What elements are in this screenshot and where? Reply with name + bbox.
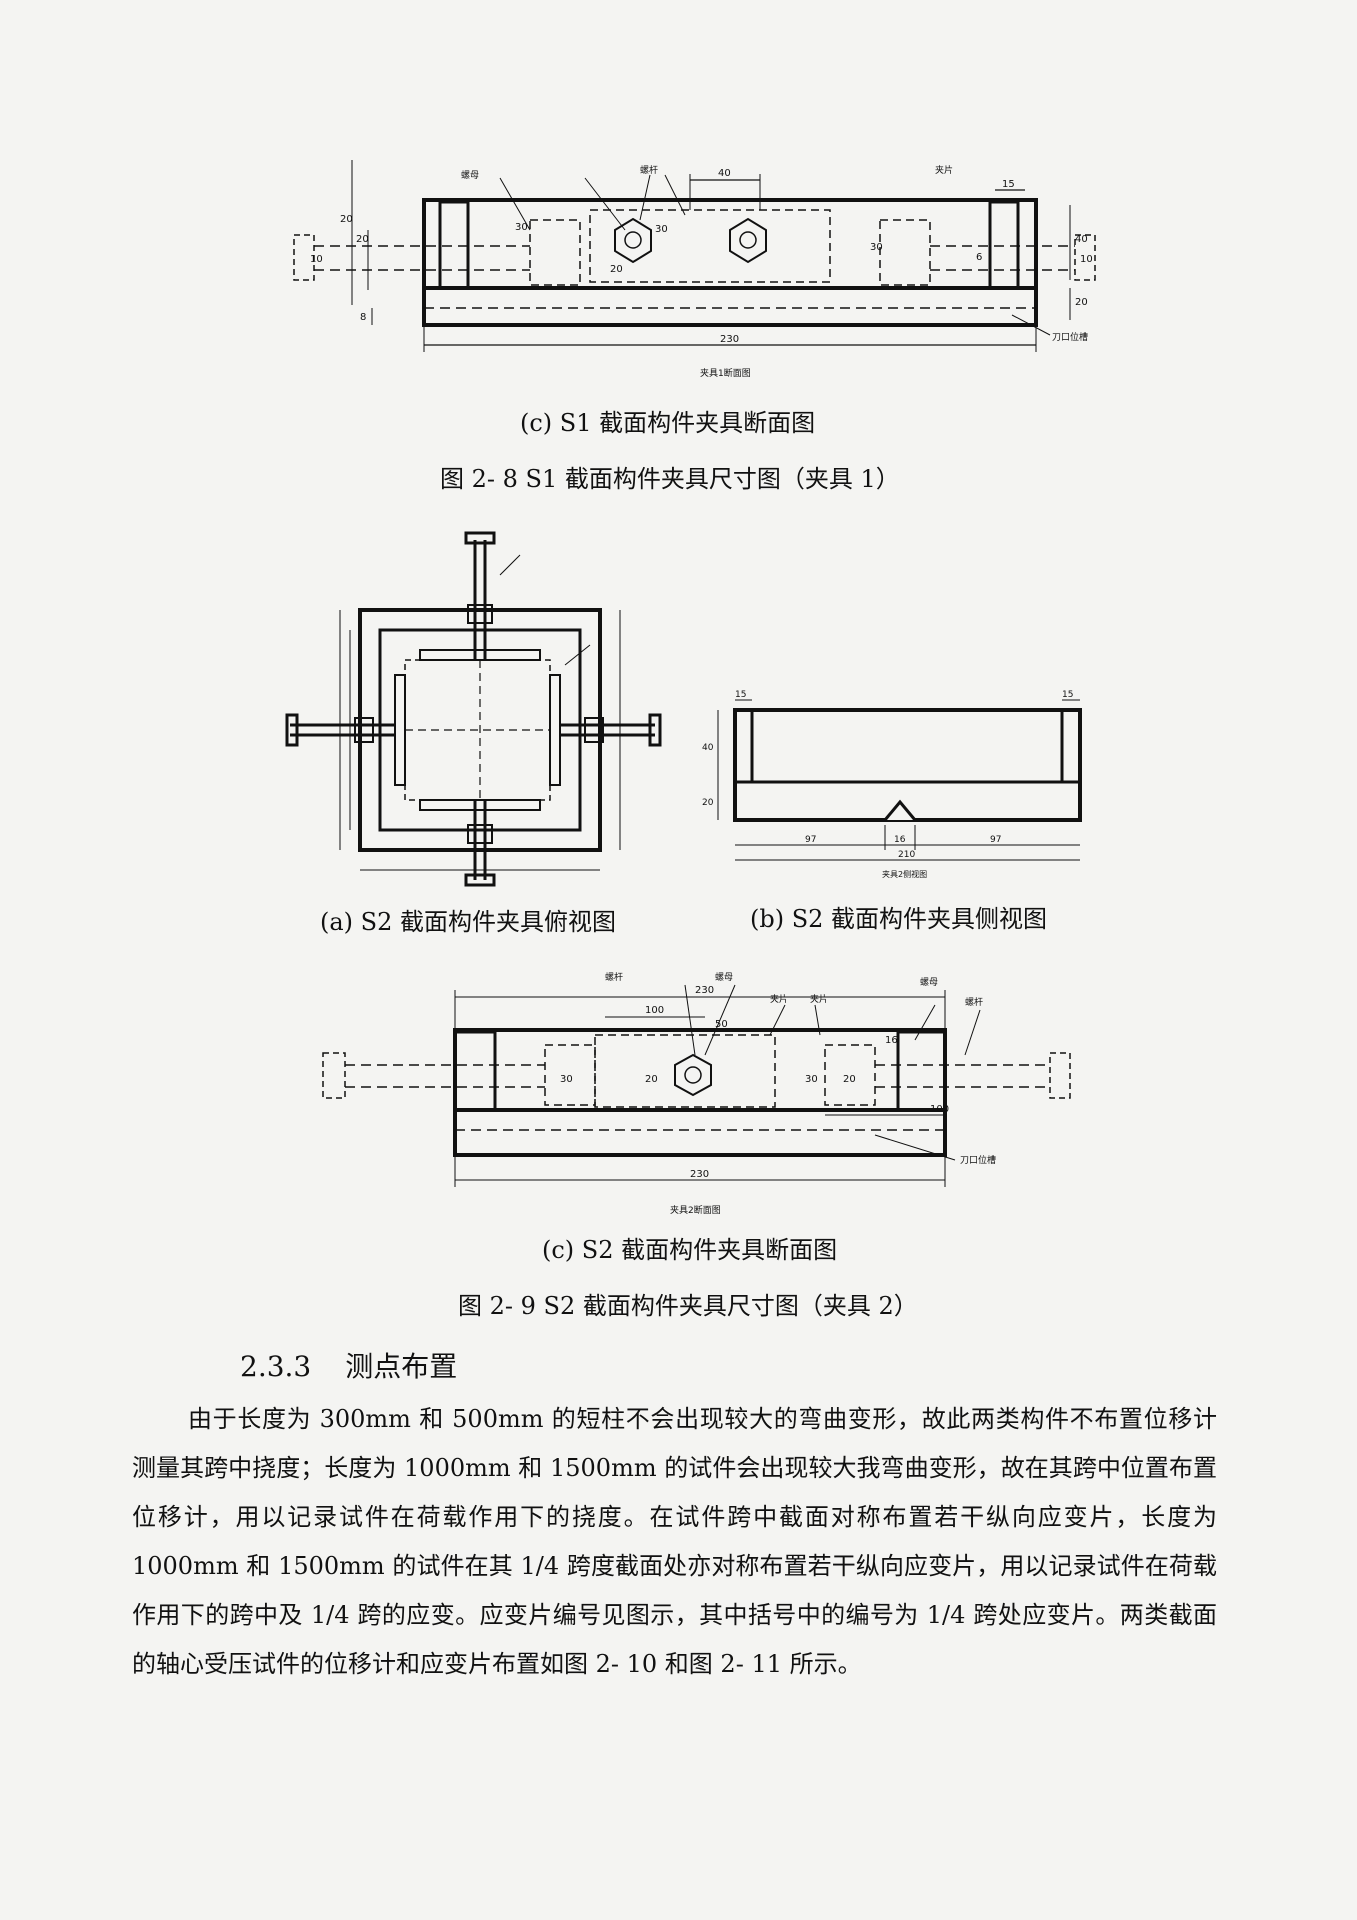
dim-40: 40 [718,168,731,179]
plate-label-1: 夹片 [770,993,788,1005]
nut-label: 螺母 [715,972,733,983]
plate-label: 夹片 [935,164,953,176]
figure-2-9-panel-a-caption: (a) S2 截面构件夹具俯视图 [320,908,617,936]
knife-slot-label: 刀口位槽 [960,1154,996,1166]
s2-fixture-top-view-drawing [285,531,662,887]
s2-fixture-side-view-drawing: 15 15 40 20 97 16 97 210 夹具2侧视图 [702,690,1082,879]
drawing-title: 夹具1断面图 [700,367,751,379]
dim-97-left: 97 [805,835,816,845]
side-view-title: 夹具2侧视图 [882,869,927,879]
figure-2-9-panel-c-caption: (c) S2 截面构件夹具断面图 [542,1236,838,1264]
dim-30-c: 30 [870,242,883,253]
dim-16: 16 [885,1035,898,1046]
figure-2-8-caption: 图 2- 8 S1 截面构件夹具尺寸图（夹具 1） [440,465,900,493]
dim-100: 100 [645,1005,664,1016]
dim-210: 210 [898,850,915,860]
dim-20-right: 20 [1075,297,1088,308]
dim-20: 20 [702,798,714,808]
dim-100-right: 100 [930,1104,949,1115]
dim-15-left: 15 [735,690,746,700]
dim-30-left: 30 [560,1074,573,1085]
dim-8: 8 [360,312,366,323]
dim-15-right: 15 [1062,690,1073,700]
dim-15: 15 [1002,179,1015,190]
s1-fixture-section-drawing: 螺母 螺杆 夹片 刀口位槽 夹具1断面图 230 40 15 20 20 30 … [293,160,1096,379]
dim-10-left: 10 [310,254,323,265]
figure-2-9-caption: 图 2- 9 S2 截面构件夹具尺寸图（夹具 2） [458,1292,918,1320]
dim-40: 40 [702,743,714,753]
dim-30-a: 30 [515,222,528,233]
dim-20-nut: 20 [610,264,623,275]
dim-230-bottom: 230 [690,1169,709,1180]
plate-label-2: 夹片 [810,993,828,1005]
section-title: 夹具2断面图 [670,1204,721,1216]
rod-label: 螺杆 [640,164,658,176]
knife-slot-label: 刀口位槽 [1052,331,1088,343]
body-paragraph: 由于长度为 300mm 和 500mm 的短柱不会出现较大的弯曲变形，故此两类构… [132,1405,1217,1678]
dim-6: 6 [976,252,982,263]
s2-fixture-section-drawing: 螺杆 螺母 夹片 夹片 螺母 螺杆 刀口位槽 夹具2断面图 230 100 50… [322,971,1071,1216]
rod-label-2: 螺杆 [965,996,983,1008]
section-heading: 2.3.3 测点布置 [240,1345,457,1385]
dim-97-right: 97 [990,835,1001,845]
dim-10-right: 10 [1080,254,1093,265]
figure-2-9-panel-b-caption: (b) S2 截面构件夹具侧视图 [750,905,1048,933]
dim-40-right: 40 [1075,234,1088,245]
dim-16: 16 [894,835,906,845]
section-number: 2.3.3 [240,1350,312,1383]
dim-20-left: 20 [340,214,353,225]
dim-230: 230 [720,334,739,345]
dim-30-b: 30 [655,224,668,235]
dim-50: 50 [715,1019,728,1030]
nut-label: 螺母 [461,170,479,181]
dim-230-top: 230 [695,985,714,996]
figure-2-8-panel-c-caption: (c) S1 截面构件夹具断面图 [520,409,816,437]
rod-label: 螺杆 [605,971,623,983]
dim-20-left-inner: 20 [356,234,369,245]
dim-30-right: 30 [805,1074,818,1085]
dim-20-nut: 20 [645,1074,658,1085]
nut-label-2: 螺母 [920,977,938,988]
section-title: 测点布置 [345,1350,458,1383]
dim-20-right: 20 [843,1074,856,1085]
